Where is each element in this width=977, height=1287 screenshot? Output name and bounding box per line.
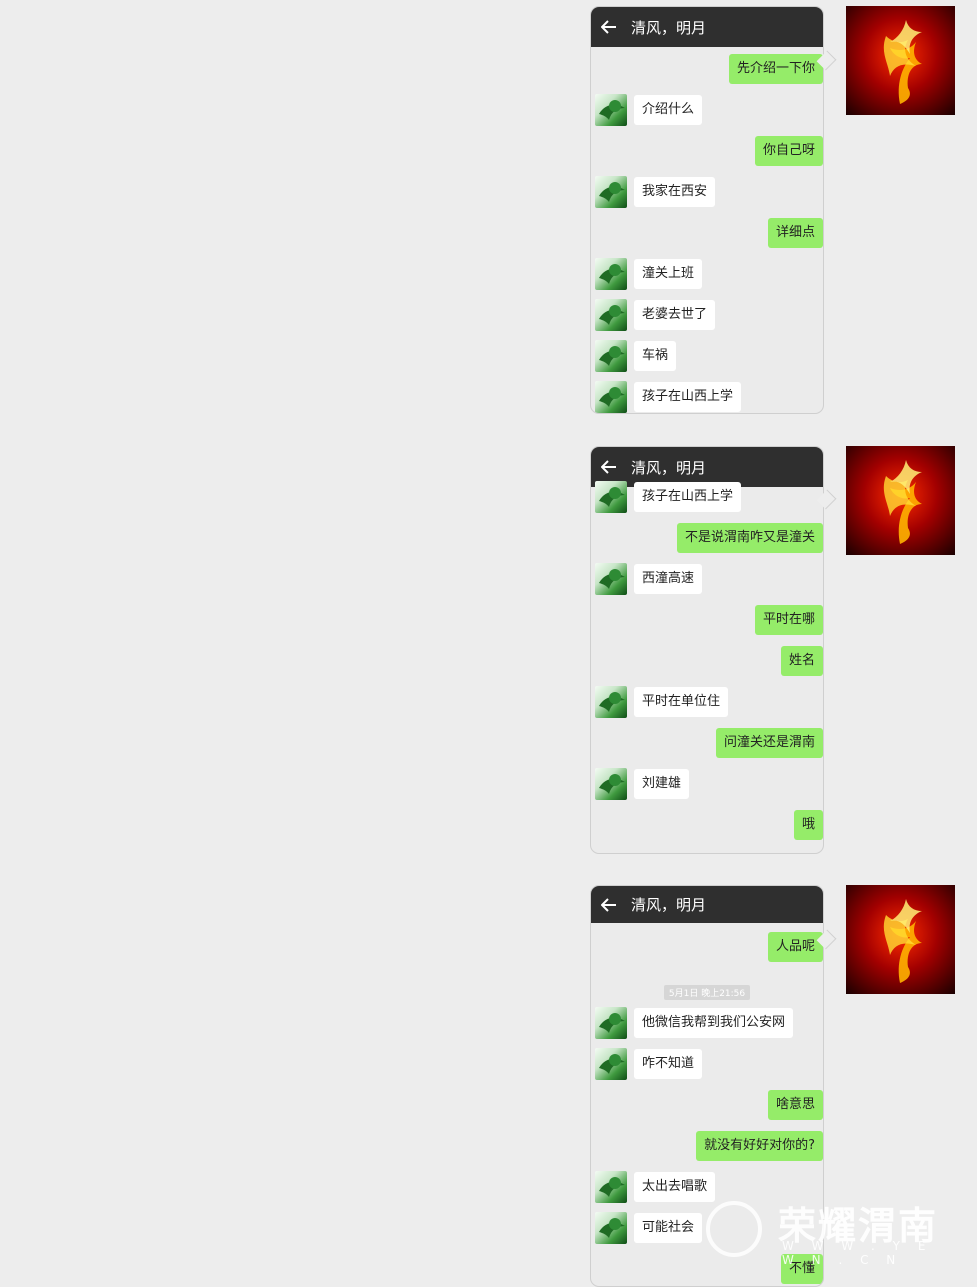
message-row: 先介绍一下你 [591, 53, 823, 85]
phoenix-icon [883, 20, 922, 104]
watermark-site: W W W . Y E W N . C N [782, 1239, 933, 1267]
chat-header: 清风，明月 [591, 886, 823, 923]
message-row: 车祸 [591, 340, 823, 372]
message-bubble[interactable]: 先介绍一下你 [728, 54, 823, 84]
back-arrow-icon[interactable] [601, 18, 619, 36]
watermark-logo-icon [706, 1201, 762, 1257]
contact-avatar[interactable] [595, 176, 627, 208]
message-bubble[interactable]: 西潼高速 [634, 564, 703, 594]
message-row: 孩子在山西上学 [591, 481, 823, 513]
message-bubble[interactable]: 人品呢 [767, 932, 823, 962]
message-bubble[interactable]: 平时在单位住 [634, 687, 729, 717]
message-row: 可能社会 [591, 1212, 823, 1244]
message-row: 平时在哪 [591, 604, 823, 636]
message-row: 详细点 [591, 217, 823, 249]
message-bubble[interactable]: 问潼关还是渭南 [715, 728, 823, 758]
message-bubble[interactable]: 介绍什么 [634, 95, 703, 125]
watermark: 荣耀渭南 W W W . Y E W N . C N [706, 1195, 946, 1267]
message-row: 问潼关还是渭南 [591, 727, 823, 759]
message-row: 介绍什么 [591, 94, 823, 126]
chat-screenshot-1: 清风，明月 先介绍一下你 介绍什么 你自己呀 我家在西安 详细点 潼关上班 老婆… [590, 6, 824, 414]
message-row: 姓名 [591, 645, 823, 677]
phoenix-image [846, 885, 955, 994]
contact-avatar[interactable] [595, 340, 627, 372]
chat-screenshot-2: 清风，明月 孩子在山西上学 不是说渭南咋又是潼关 西潼高速 平时在哪 姓名 平时… [590, 446, 824, 854]
message-row: 不懂 [591, 1253, 823, 1285]
message-bubble[interactable]: 太出去唱歌 [634, 1172, 716, 1202]
message-bubble[interactable]: 刘建雄 [634, 769, 690, 799]
message-bubble[interactable]: 孩子在山西上学 [634, 482, 742, 512]
message-bubble[interactable]: 哦 [793, 810, 823, 840]
watermark-brand: 荣耀渭南 [778, 1204, 939, 1248]
message-bubble[interactable]: 平时在哪 [754, 605, 823, 635]
contact-avatar[interactable] [595, 1007, 627, 1039]
phoenix-icon [883, 460, 922, 544]
message-bubble[interactable]: 我家在西安 [634, 177, 716, 207]
back-arrow-icon[interactable] [601, 458, 619, 476]
message-row: 西潼高速 [591, 563, 823, 595]
message-row: 啥意思 [591, 1089, 823, 1121]
contact-avatar[interactable] [595, 768, 627, 800]
message-row: 咋不知道 [591, 1048, 823, 1080]
contact-avatar[interactable] [595, 1212, 627, 1244]
contact-avatar[interactable] [595, 686, 627, 718]
message-row: 老婆去世了 [591, 299, 823, 331]
message-bubble[interactable]: 姓名 [780, 646, 823, 676]
contact-avatar[interactable] [595, 481, 627, 513]
message-row: 你自己呀 [591, 135, 823, 167]
timestamp: 5月1日 晚上21:56 [591, 981, 823, 1000]
message-row: 就没有好好对你的? [591, 1130, 823, 1162]
message-bubble[interactable]: 不是说渭南咋又是潼关 [676, 523, 823, 553]
message-row: 太出去唱歌 [591, 1171, 823, 1203]
chat-title: 清风，明月 [631, 458, 707, 477]
phoenix-image [846, 446, 955, 555]
message-row: 潼关上班 [591, 258, 823, 290]
chat-title: 清风，明月 [631, 896, 707, 914]
message-bubble[interactable]: 不懂 [780, 1254, 823, 1284]
contact-avatar[interactable] [595, 299, 627, 331]
message-bubble[interactable]: 啥意思 [767, 1090, 823, 1120]
contact-avatar[interactable] [595, 94, 627, 126]
message-row: 人品呢 [591, 931, 823, 963]
message-row: 我家在西安 [591, 176, 823, 208]
message-row: 不是说渭南咋又是潼关 [591, 522, 823, 554]
contact-avatar[interactable] [595, 381, 627, 413]
contact-avatar[interactable] [595, 1171, 627, 1203]
message-row: 刘建雄 [591, 768, 823, 800]
contact-avatar[interactable] [595, 258, 627, 290]
chat-header: 清风，明月 [591, 7, 823, 47]
message-row: 孩子在山西上学 [591, 381, 823, 413]
chat-header: 清风，明月 [591, 447, 823, 487]
back-arrow-icon[interactable] [601, 896, 619, 914]
phoenix-image [846, 6, 955, 115]
message-row: 平时在单位住 [591, 686, 823, 718]
message-bubble[interactable]: 孩子在山西上学 [634, 382, 742, 412]
message-bubble[interactable]: 就没有好好对你的? [696, 1131, 823, 1161]
message-bubble[interactable]: 咋不知道 [634, 1049, 703, 1079]
message-bubble[interactable]: 车祸 [634, 341, 677, 371]
message-bubble[interactable]: 详细点 [767, 218, 823, 248]
message-bubble[interactable]: 你自己呀 [754, 136, 823, 166]
message-bubble[interactable]: 潼关上班 [634, 259, 703, 289]
contact-avatar[interactable] [595, 563, 627, 595]
message-row: 他微信我帮到我们公安网 [591, 1007, 823, 1039]
message-bubble[interactable]: 老婆去世了 [634, 300, 716, 330]
message-bubble[interactable]: 可能社会 [634, 1213, 703, 1243]
message-row: 哦 [591, 809, 823, 841]
chat-title: 清风，明月 [631, 18, 707, 37]
contact-avatar[interactable] [595, 1048, 627, 1080]
phoenix-icon [883, 899, 922, 983]
message-bubble[interactable]: 他微信我帮到我们公安网 [634, 1008, 794, 1038]
